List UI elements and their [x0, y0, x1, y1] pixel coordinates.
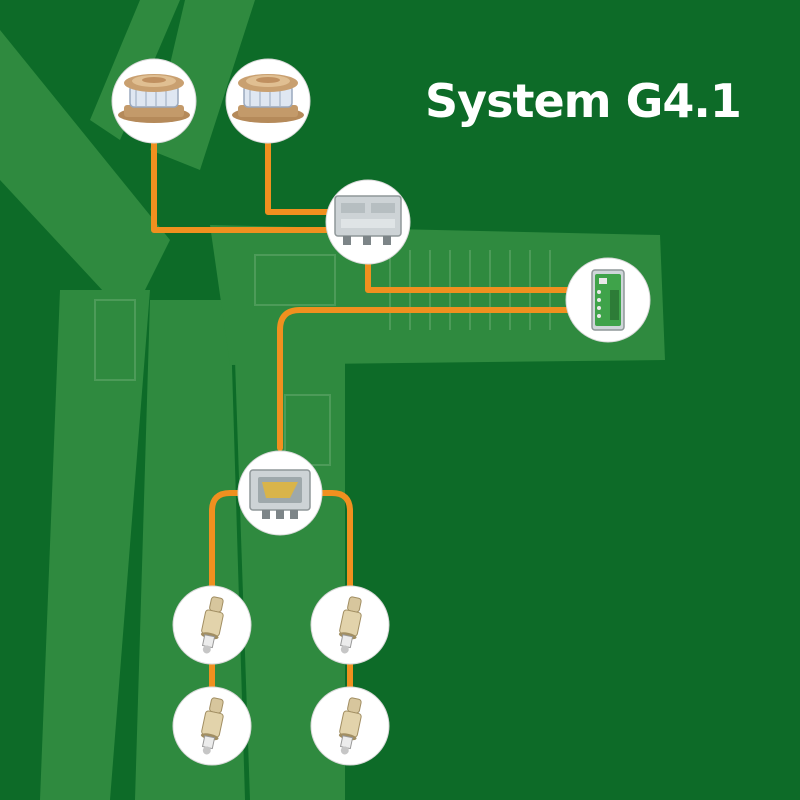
- cable-control-to-lowerbox: [277, 307, 573, 451]
- cable-light2-to-box: [265, 137, 333, 215]
- cable-light1-to-box: [151, 137, 333, 233]
- distribution-box-lower: [237, 450, 323, 536]
- tower-light-3: [172, 686, 252, 766]
- tower-light-2: [310, 585, 390, 665]
- distribution-box-upper: [325, 179, 411, 265]
- tower-light-4: [310, 686, 390, 766]
- obstruction-light-1: [111, 58, 197, 144]
- cable-lowerbox-right: [314, 490, 353, 589]
- cable-lowerbox-left: [209, 490, 246, 589]
- din-rail-module-icon: [591, 269, 625, 331]
- tower-light-1: [172, 585, 252, 665]
- cable-box-to-control: [365, 257, 573, 293]
- system-title: System G4.1: [425, 74, 742, 128]
- obstruction-light-2: [225, 58, 311, 144]
- cable-network: [151, 137, 573, 691]
- junction-box-icon: [249, 469, 311, 519]
- control-unit: [565, 257, 651, 343]
